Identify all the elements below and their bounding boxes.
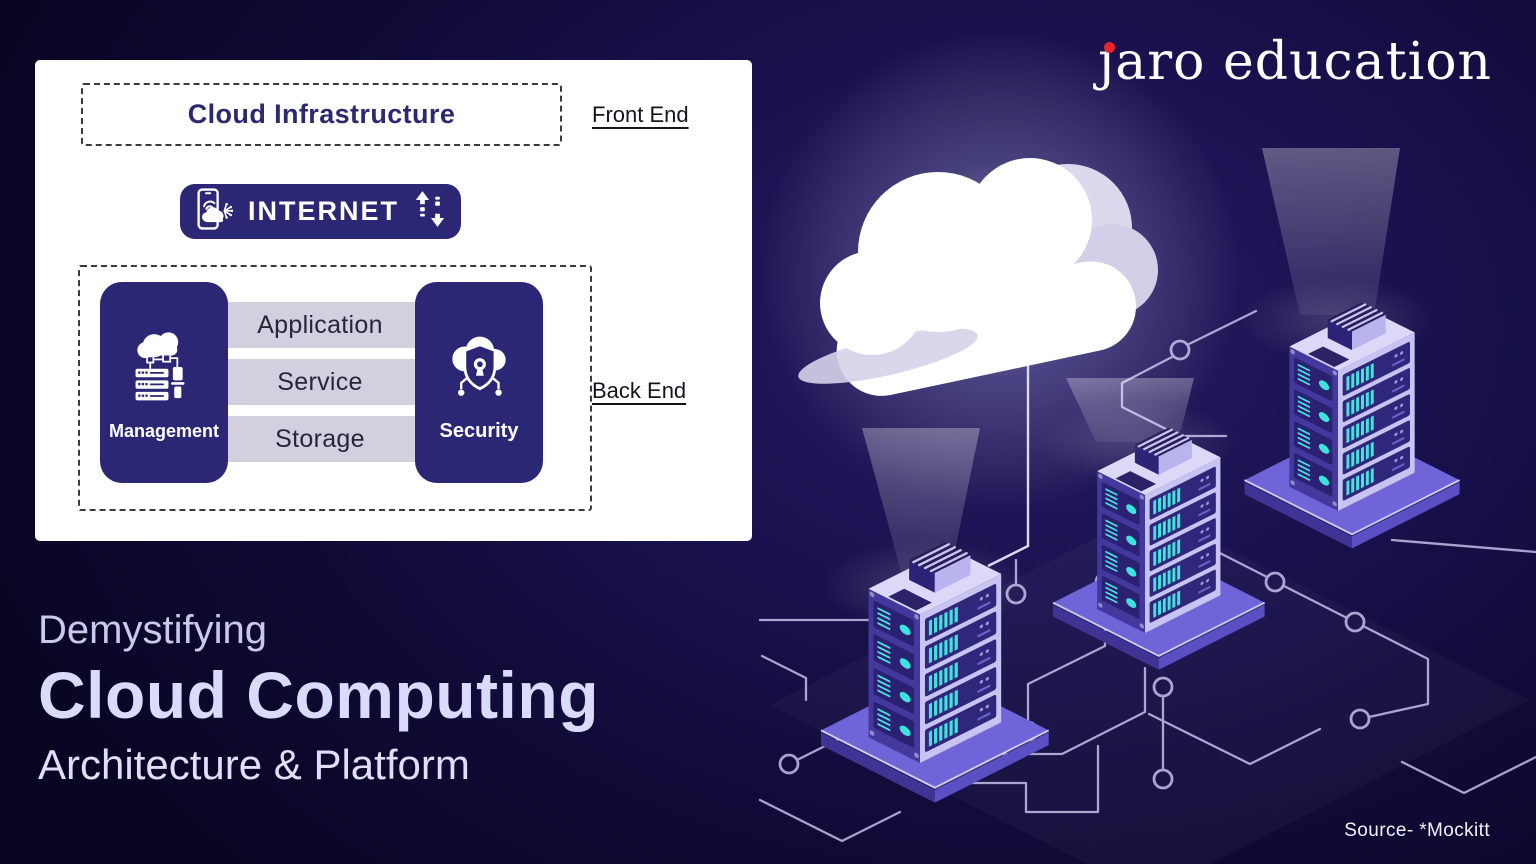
source-credit: Source- *Mockitt bbox=[1344, 820, 1490, 841]
internet-label: INTERNET bbox=[248, 196, 399, 226]
cloud-infrastructure-box: Cloud Infrastructure bbox=[81, 83, 562, 146]
logo-text: aro education bbox=[1115, 32, 1492, 92]
back-end-box bbox=[78, 265, 592, 511]
back-end-label: Back End bbox=[592, 378, 687, 403]
management-box: Management bbox=[100, 282, 228, 483]
management-label: Management bbox=[108, 420, 220, 441]
phone-cloud-network-icon bbox=[195, 187, 234, 236]
logo-j: ȷ bbox=[1098, 32, 1116, 92]
security-label: Security bbox=[439, 419, 519, 442]
front-end-label: Front End bbox=[592, 102, 689, 127]
jaro-education-logo: ȷaro education bbox=[1098, 32, 1492, 92]
upload-download-arrows-icon bbox=[414, 189, 446, 234]
internet-node: INTERNET bbox=[180, 184, 461, 239]
logo-red-dot-icon bbox=[1104, 42, 1116, 53]
cloud-infrastructure-label: Cloud Infrastructure bbox=[187, 99, 456, 129]
security-box: Security bbox=[415, 282, 543, 483]
cloud-shield-keyhole-icon bbox=[439, 323, 519, 414]
title-line-demystifying: Demystifying bbox=[38, 608, 267, 652]
title-line-cloud-computing: Cloud Computing bbox=[38, 658, 600, 732]
cloud-server-management-icon bbox=[124, 324, 204, 415]
title-line-architecture-platform: Architecture & Platform bbox=[38, 741, 470, 788]
page-title: Demystifying Cloud Computing Architectur… bbox=[38, 608, 599, 789]
architecture-diagram-card: Cloud Infrastructure Front End bbox=[35, 60, 752, 541]
cloud-icon bbox=[760, 30, 1240, 510]
